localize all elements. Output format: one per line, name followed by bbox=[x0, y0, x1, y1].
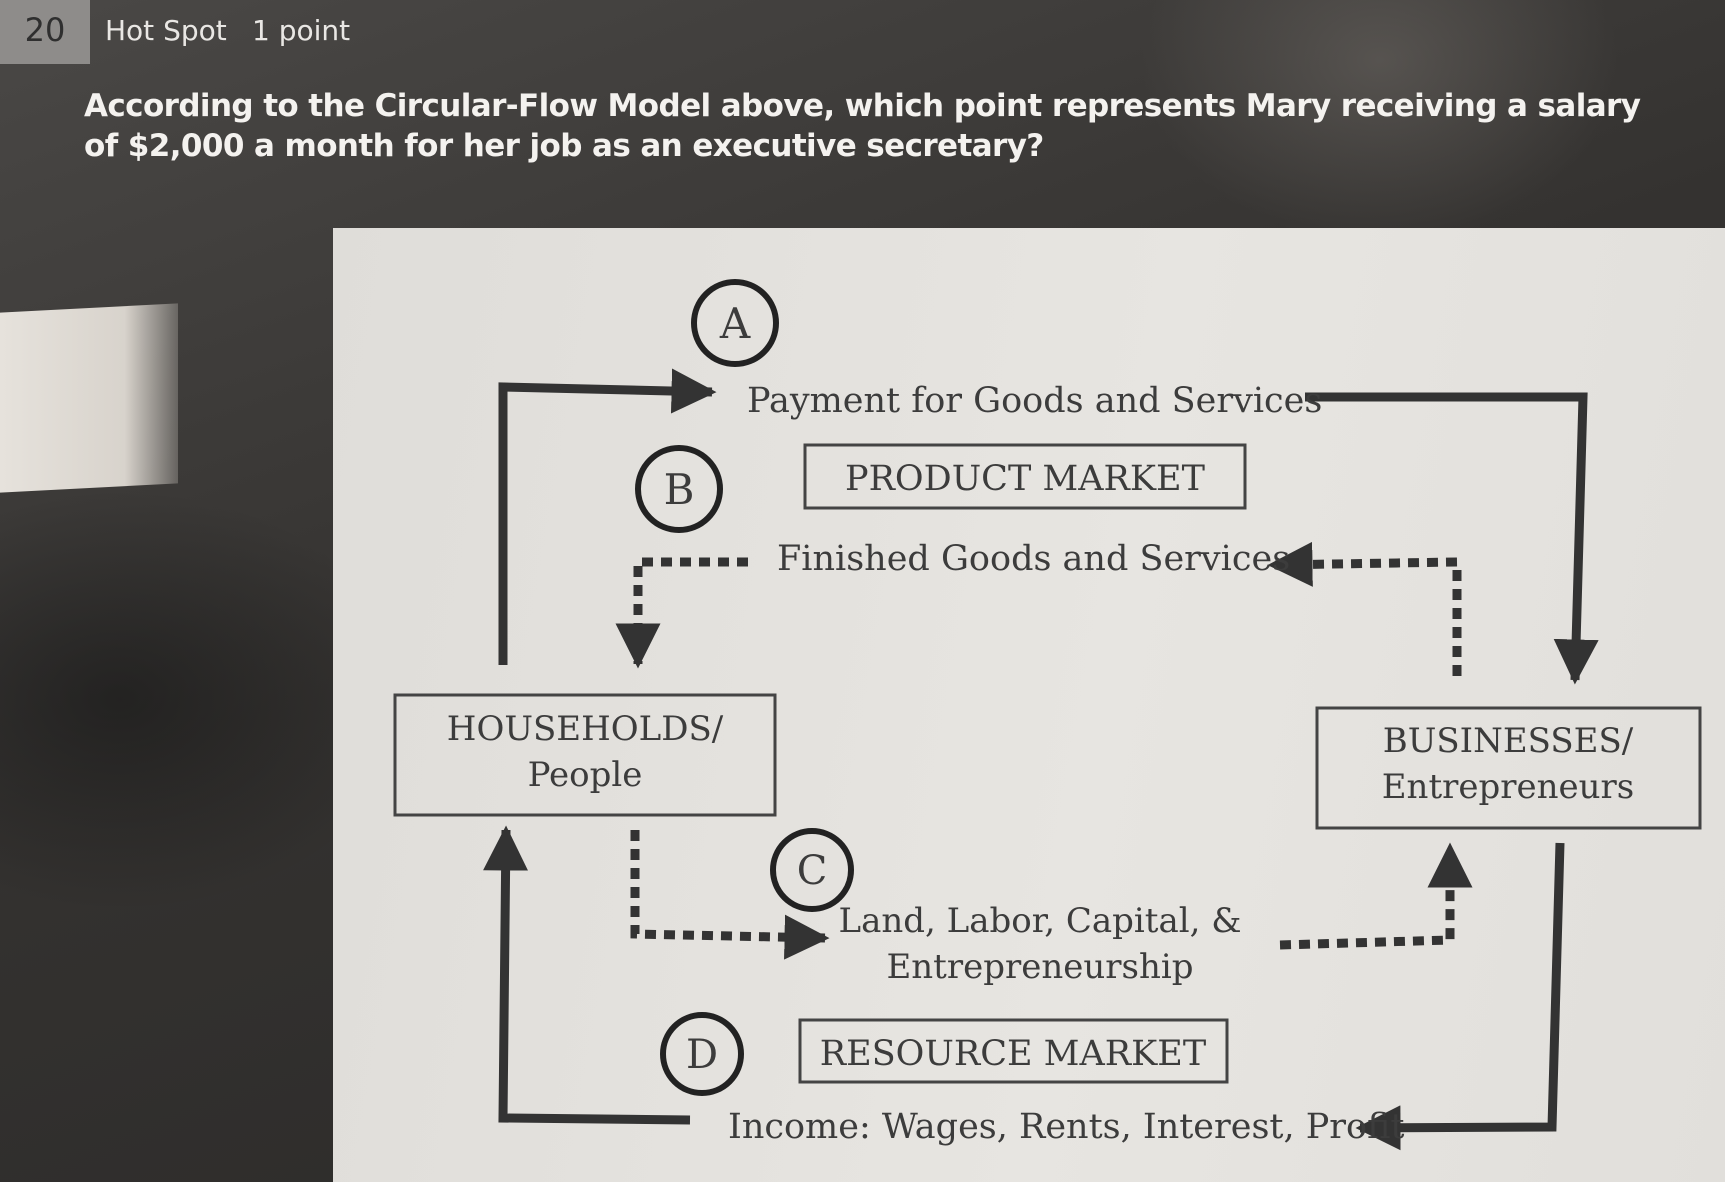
businesses-label-line1: BUSINESSES/ bbox=[1383, 721, 1634, 761]
households-box[interactable] bbox=[393, 693, 777, 817]
product-market-box bbox=[803, 443, 1247, 510]
product-market-label: PRODUCT MARKET bbox=[845, 459, 1205, 499]
households-label-line1: HOUSEHOLDS/ bbox=[447, 709, 724, 749]
hotspot-d[interactable]: D bbox=[660, 1012, 744, 1096]
resources-flow-household-arrow bbox=[630, 830, 830, 960]
resource-market-box bbox=[798, 1018, 1229, 1084]
payment-label: Payment for Goods and Services bbox=[747, 381, 1322, 421]
factors-label-line1: Land, Labor, Capital, & bbox=[839, 901, 1242, 941]
goods-flow-business-arrow bbox=[1267, 541, 1462, 676]
question-number: 20 bbox=[0, 0, 90, 64]
question-type: Hot Spot bbox=[105, 14, 227, 47]
businesses-label-line2: Entrepreneurs bbox=[1382, 767, 1635, 807]
income-label: Income: Wages, Rents, Interest, Profit bbox=[728, 1107, 1405, 1147]
hotspot-c[interactable]: C bbox=[770, 828, 854, 912]
hotspot-a[interactable]: A bbox=[691, 279, 779, 367]
income-to-household-arrow bbox=[483, 825, 691, 1125]
resource-market-label: RESOURCE MARKET bbox=[820, 1034, 1206, 1074]
question-points: 1 point bbox=[252, 14, 351, 47]
question-text: According to the Circular-Flow Model abo… bbox=[84, 88, 1641, 164]
hotspot-d-label: D bbox=[686, 1032, 718, 1078]
hotspot-b-label: B bbox=[664, 465, 695, 514]
households-label-line2: People bbox=[528, 755, 643, 795]
hotspot-a-label: A bbox=[719, 299, 751, 348]
businesses-box[interactable] bbox=[1315, 706, 1702, 830]
income-flow-business-arrow bbox=[1355, 842, 1565, 1151]
resources-to-business-arrow bbox=[1279, 842, 1473, 950]
finished-goods-label: Finished Goods and Services bbox=[777, 539, 1290, 579]
factors-label-line2: Entrepreneurship bbox=[886, 947, 1193, 987]
payment-flow-arrow bbox=[498, 368, 717, 665]
payment-to-business-arrow bbox=[1305, 392, 1599, 685]
goods-to-household-arrow bbox=[615, 557, 748, 669]
hotspot-b[interactable]: B bbox=[635, 445, 723, 533]
hotspot-c-label: C bbox=[797, 848, 828, 894]
